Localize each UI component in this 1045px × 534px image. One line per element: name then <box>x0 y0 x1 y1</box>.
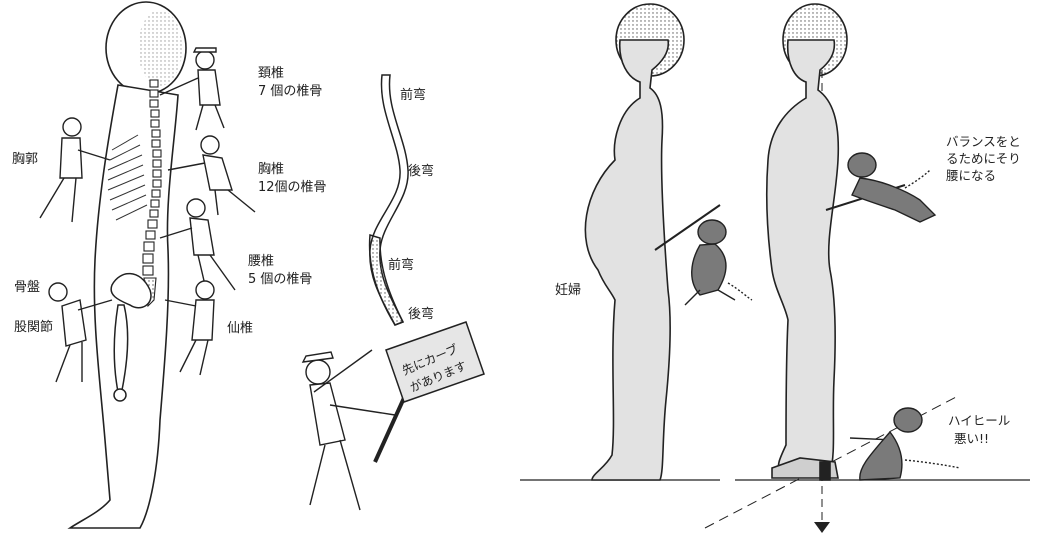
label-thorax: 胸郭 <box>12 152 38 168</box>
label-cervical: 頚椎 <box>258 66 284 82</box>
skull-shading <box>138 10 182 86</box>
label-sacrum: 仙椎 <box>227 321 253 337</box>
label-kyphosis-2: 後弯 <box>408 307 434 323</box>
woman-in-heels <box>767 4 847 480</box>
label-kyphosis-1: 後弯 <box>408 164 434 180</box>
plumb-arrow <box>814 522 830 533</box>
label-thoracic: 胸椎 <box>258 162 284 178</box>
devil-with-pitchfork-2 <box>826 153 935 222</box>
label-cervical-count: 7 個の椎骨 <box>258 84 322 100</box>
label-thoracic-count: 12個の椎骨 <box>258 180 327 196</box>
balance-note-line3: 腰になる <box>946 167 996 184</box>
balance-note-line2: るためにそり <box>946 150 1021 167</box>
balance-note-line1: バランスをと <box>946 133 1021 150</box>
label-lumbar: 腰椎 <box>248 254 274 270</box>
heel-note-line1: ハイヒール <box>948 412 1010 429</box>
label-lordosis-1: 前弯 <box>400 88 426 104</box>
label-lordosis-2: 前弯 <box>388 258 414 274</box>
spine-curve <box>370 75 409 325</box>
pregnant-woman <box>585 4 684 480</box>
label-lumbar-count: 5 個の椎骨 <box>248 272 312 288</box>
label-pregnant: 妊婦 <box>555 283 581 299</box>
label-hip-joint: 股関節 <box>14 320 53 336</box>
label-pelvis: 骨盤 <box>14 280 40 296</box>
devil-with-pitchfork-1 <box>655 205 752 305</box>
heel-note-line2: 悪い!! <box>954 430 989 447</box>
